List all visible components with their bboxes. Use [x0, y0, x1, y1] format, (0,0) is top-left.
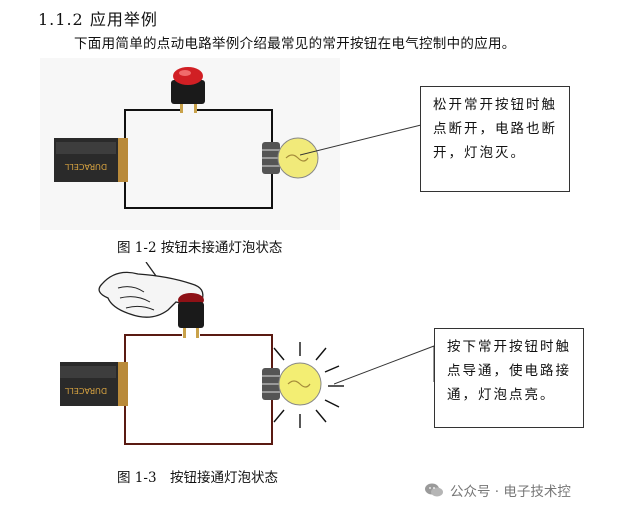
figure-2-illustration: DURACELL	[60, 262, 360, 457]
lit-bulb-icon	[262, 342, 344, 428]
battery-icon: DURACELL	[60, 362, 128, 406]
figure-1-caption: 图 1-2 按钮未接通灯泡状态	[117, 240, 283, 256]
section-number: 1.1.2	[38, 10, 84, 29]
figure-1-illustration: DURACELL	[40, 58, 340, 230]
circuit-wire	[124, 334, 273, 445]
hand-icon	[98, 262, 204, 318]
figure-2-caption: 图 1-3 按钮接通灯泡状态	[117, 470, 279, 486]
callout-pointer	[300, 124, 422, 160]
section-heading: 1.1.2 应用举例	[38, 6, 158, 30]
push-button-icon	[178, 293, 204, 338]
wechat-icon	[425, 483, 443, 497]
callout-box-pressed: 按下常开按钮时触点导通，使电路接通，灯泡点亮。	[434, 328, 584, 428]
watermark: 公众号 · 电子技术控	[424, 480, 571, 500]
push-button-icon	[171, 67, 205, 113]
section-title: 应用举例	[89, 10, 158, 29]
battery-label: DURACELL	[64, 162, 107, 171]
battery-label: DURACELL	[64, 386, 107, 395]
intro-paragraph: 下面用简单的点动电路举例介绍最常见的常开按钮在电气控制中的应用。	[74, 36, 516, 52]
watermark-text: 公众号 · 电子技术控	[450, 484, 571, 500]
battery-icon: DURACELL	[54, 138, 128, 182]
callout-pointer	[334, 345, 435, 385]
circuit-wire	[124, 109, 273, 209]
light-bulb-icon	[262, 137, 319, 179]
callout-box-released: 松开常开按钮时触点断开，电路也断开，灯泡灭。	[420, 86, 570, 192]
